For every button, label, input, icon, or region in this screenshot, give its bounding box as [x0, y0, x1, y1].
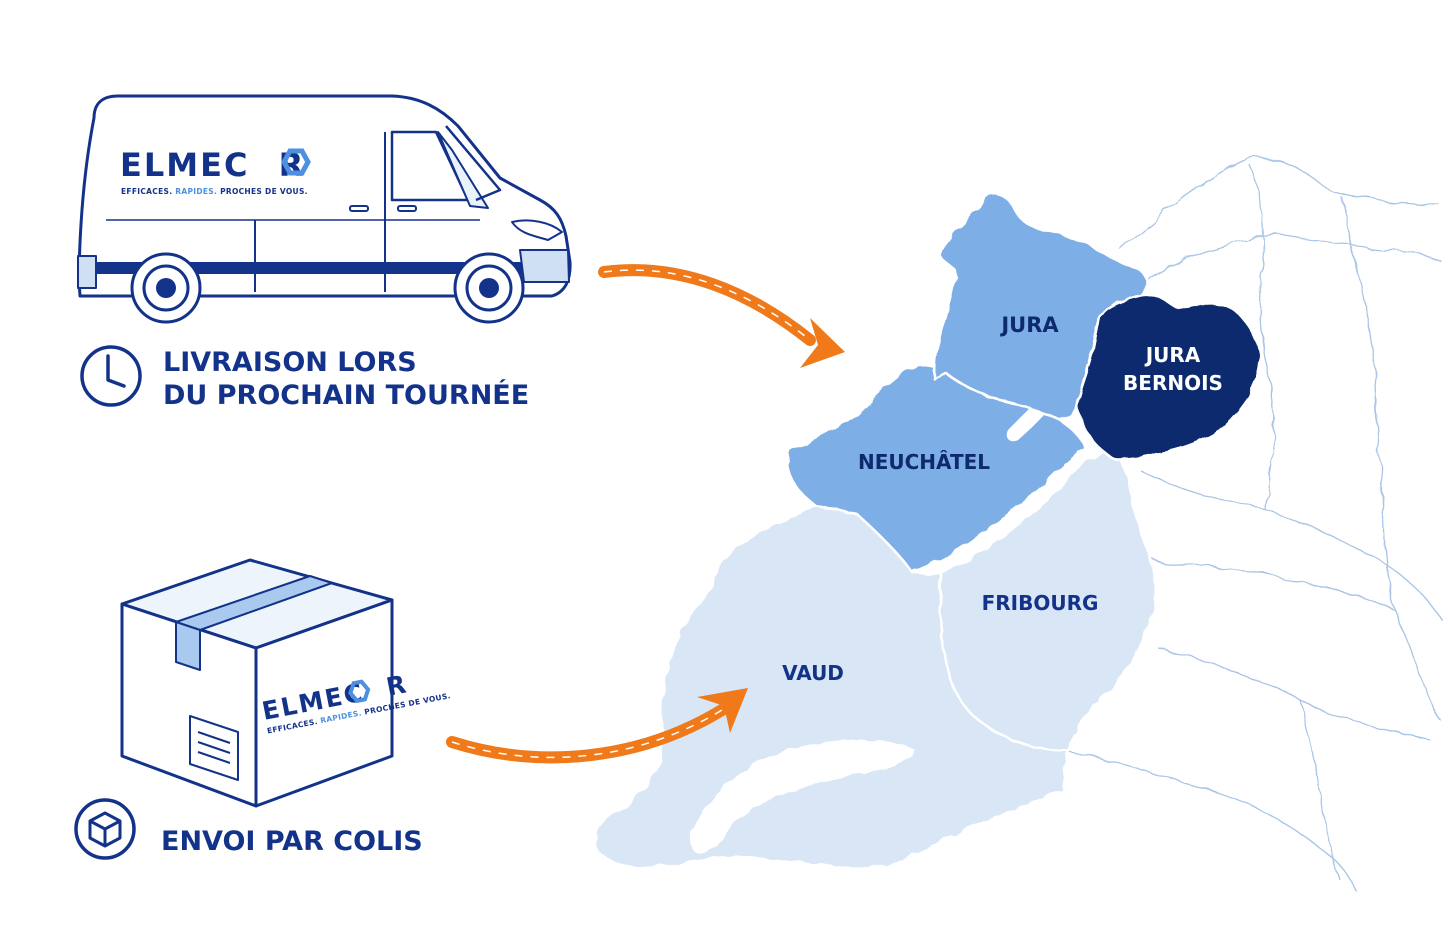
van-tagline-1: EFFICACES. — [121, 187, 172, 196]
canton-neuchatel[interactable] — [786, 364, 1087, 574]
label-jura-bernois-1: JURA — [1144, 343, 1201, 367]
van-caption-line2: DU PROCHAIN TOURNÉE — [163, 379, 529, 411]
lake-geneva — [689, 739, 915, 854]
van-caption-line1: LIVRAISON LORS — [163, 347, 417, 378]
delivery-van — [77, 94, 572, 324]
vaud-fribourg-border — [938, 571, 1069, 752]
label-jura-bernois-2: BERNOIS — [1123, 371, 1223, 395]
brand-hexagon-icon — [281, 148, 311, 176]
van-tagline-3: PROCHES DE VOUS. — [220, 187, 308, 196]
svg-text:EFFICACES. RAPIDES. PROCHES DE: EFFICACES. RAPIDES. PROCHES DE VOUS. — [121, 187, 308, 196]
van-logo: ELMECOR EFFICACES. RAPIDES. PROCHES DE V… — [120, 146, 311, 196]
brand-hexagon-icon — [348, 679, 371, 704]
van-tagline-2: RAPIDES. — [175, 187, 217, 196]
arrow-head-icon — [800, 318, 845, 368]
svg-text:ELMECOR: ELMECOR — [120, 146, 305, 184]
cantons — [593, 193, 1262, 870]
canton-jura-bernois[interactable] — [1076, 293, 1262, 460]
neighbour-outlines — [1064, 156, 1443, 891]
clock-icon — [80, 345, 142, 407]
box-caption-line1: ENVOI PAR COLIS — [161, 826, 423, 857]
van-brand-text-1: ELMEC — [120, 146, 249, 184]
package-icon — [74, 798, 136, 860]
label-neuchatel: NEUCHÂTEL — [858, 450, 990, 474]
label-fribourg: FRIBOURG — [982, 591, 1099, 615]
label-jura: JURA — [999, 313, 1059, 337]
arrow-head-icon — [697, 688, 748, 733]
arrow-box-to-map — [446, 688, 748, 764]
parcel-box — [120, 558, 394, 808]
box-brand-text-2: R — [384, 669, 410, 702]
label-vaud: VAUD — [782, 661, 844, 685]
canton-jura[interactable] — [933, 193, 1149, 422]
arrow-van-to-map — [598, 264, 845, 368]
